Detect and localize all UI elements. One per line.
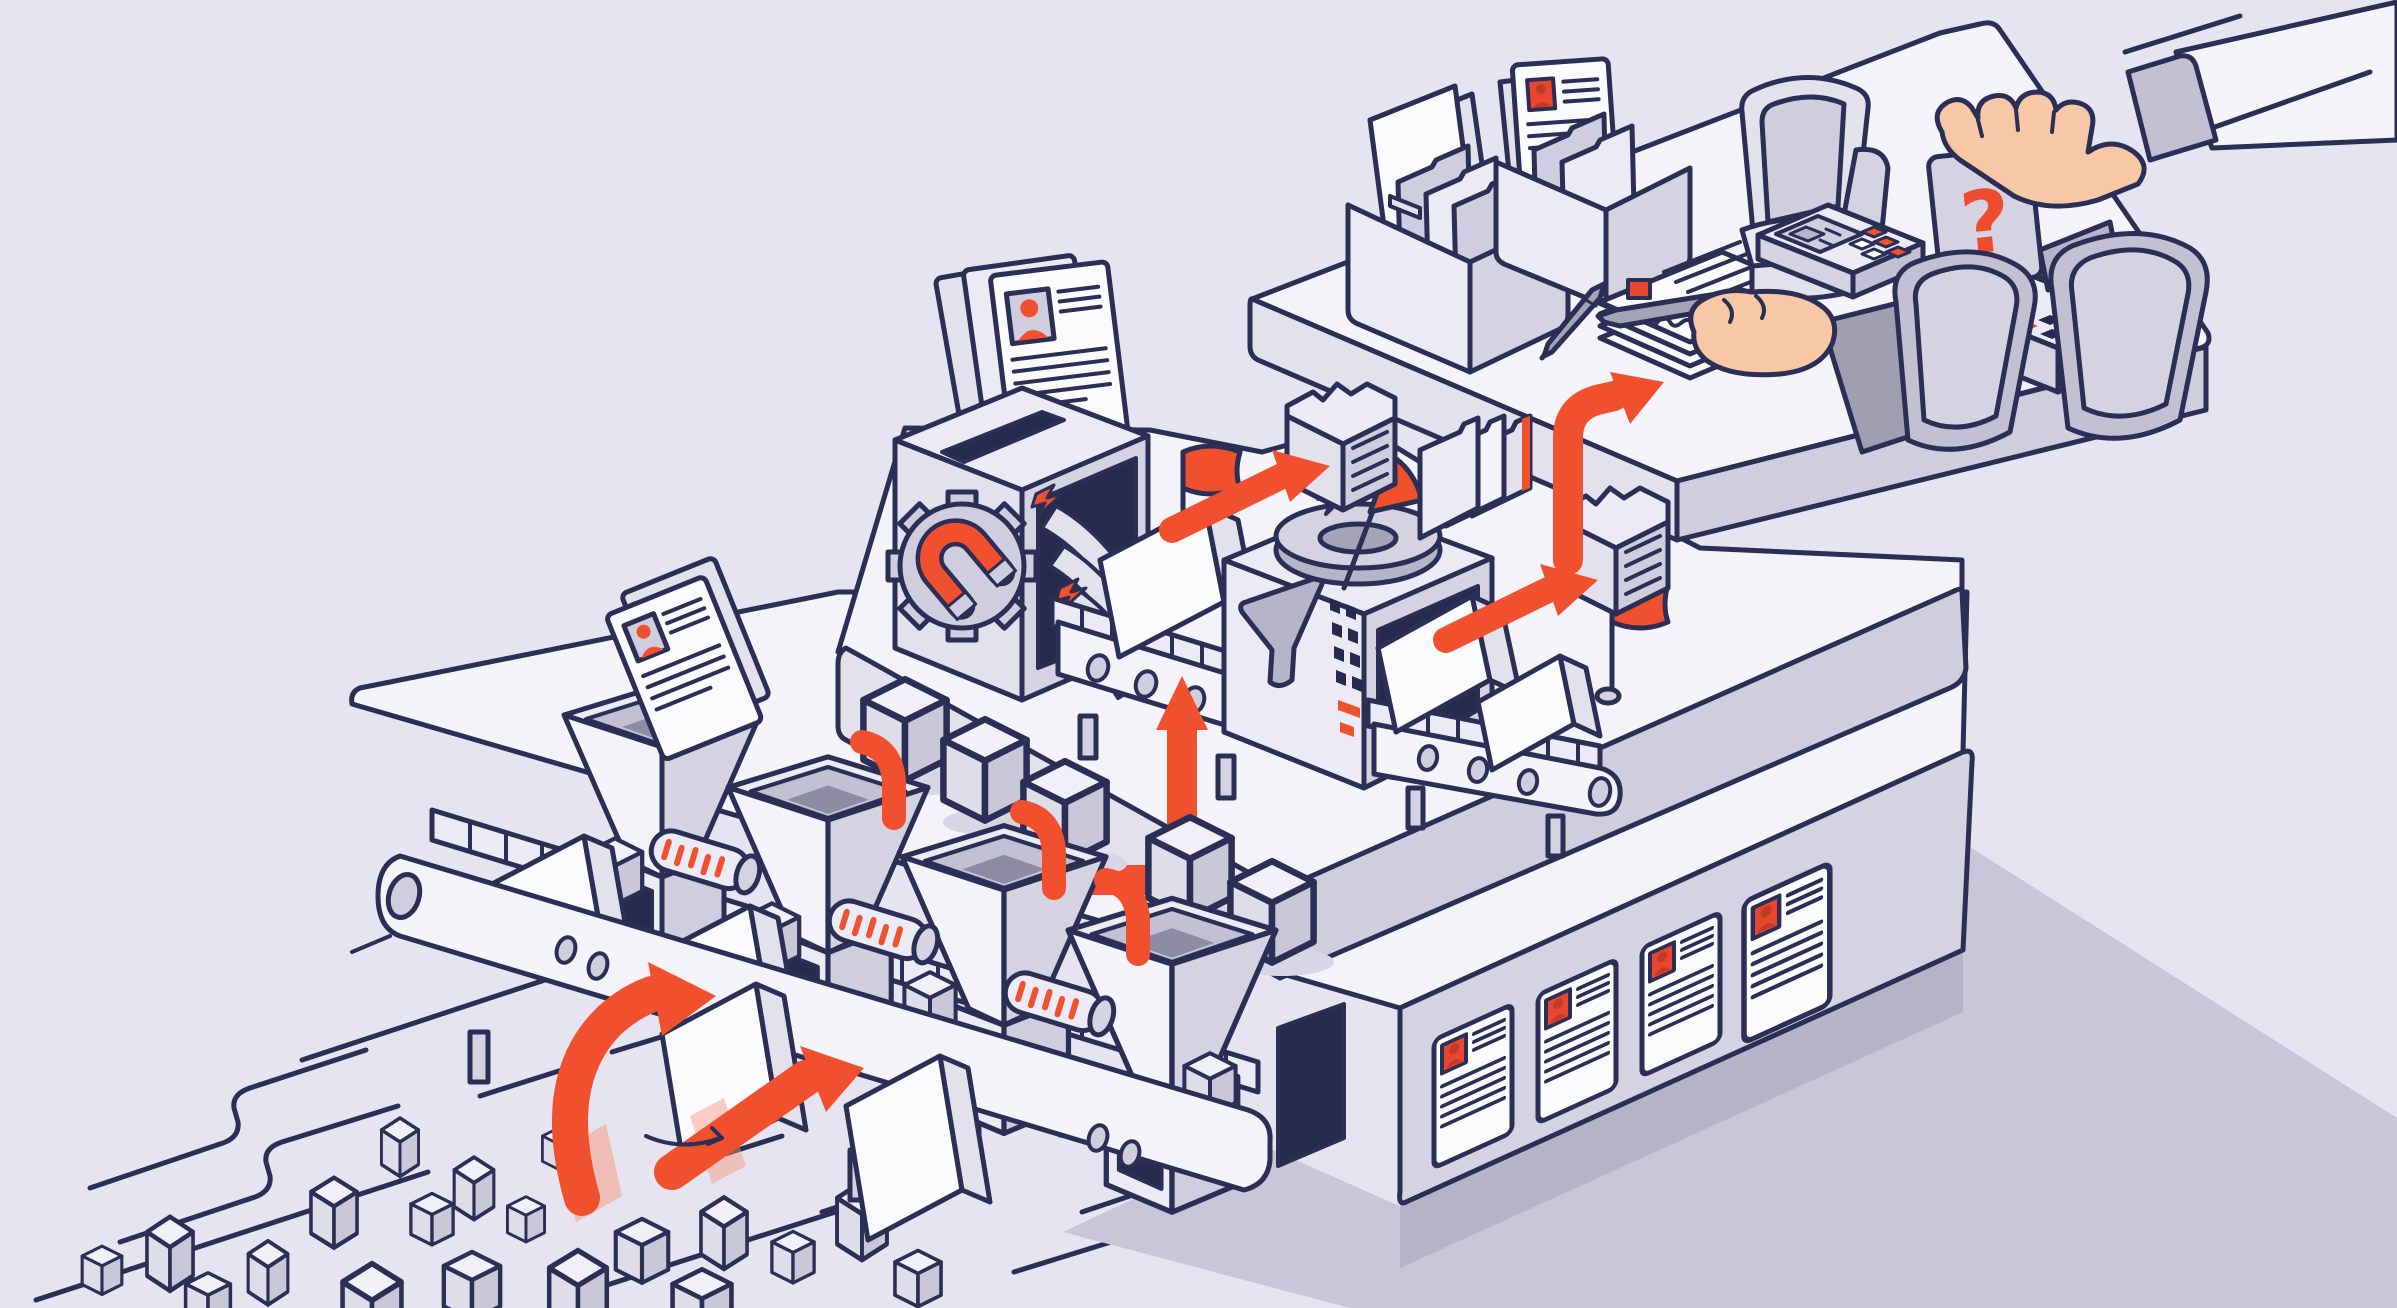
middle-platform-right-face (1277, 586, 1969, 981)
housing-hole (1118, 1139, 1142, 1169)
end-cap-hole (385, 872, 423, 920)
cube (505, 1195, 547, 1244)
fist-lines (1722, 294, 1766, 324)
belt-leg (1405, 785, 1426, 831)
cube (863, 679, 946, 780)
feed-drip-4 (1094, 868, 1150, 966)
calculator-key (1860, 247, 1888, 261)
belt-leg (1215, 753, 1237, 801)
belt-leg (1545, 813, 1566, 859)
bottom-platform-underside (1400, 950, 1963, 1268)
tier-top-desk: ? (1247, 0, 2397, 543)
file-box-1 (1345, 83, 1571, 375)
office-chair-1 (1892, 249, 2038, 452)
cube (770, 1229, 816, 1285)
flow-arrow-2 (1433, 564, 1598, 653)
housing-hole (1416, 744, 1440, 772)
fist (1688, 288, 1838, 378)
housing-hole (554, 935, 578, 965)
cube (444, 1252, 500, 1308)
indicator-strip (1330, 598, 1362, 737)
cube (311, 1178, 357, 1248)
cube (248, 1241, 288, 1305)
road-line (87, 1047, 369, 1191)
resume-into-hopper (605, 556, 771, 762)
cube (701, 1197, 747, 1269)
cube (893, 1248, 943, 1308)
curved-intake-arrow (552, 962, 716, 1216)
feed-drip-2 (850, 730, 906, 830)
screen-photo (1788, 225, 1826, 243)
file-box-tab (1388, 194, 1422, 220)
document-on-belt (1475, 653, 1603, 773)
file-box-left-face (1493, 159, 1609, 309)
machine-slot (940, 410, 1066, 464)
housing-leg (467, 1029, 491, 1085)
folder-stack-icon (1417, 413, 1533, 541)
magnet-icon (915, 518, 1018, 622)
lightning-bolt-small (1030, 483, 1064, 518)
calculator-key (1884, 245, 1912, 259)
folder-box-icon-1 (1287, 384, 1395, 510)
housing-hole (1085, 653, 1111, 683)
cube (616, 1219, 668, 1283)
gear-icon (885, 483, 1088, 643)
housing-hole (1466, 756, 1490, 784)
middle-tier-machines (863, 253, 1671, 976)
cuff (2125, 53, 2219, 163)
cube (454, 1157, 494, 1219)
outlet-doorway (1276, 1002, 1346, 1168)
elbow-arrow-to-desk (1553, 372, 1664, 575)
straight-intake-arrow (654, 1046, 864, 1190)
reaching-hand (1934, 0, 2397, 209)
chair-back-inner (2068, 247, 2192, 419)
calculator-key (1848, 237, 1876, 251)
ground-line (350, 934, 392, 954)
cube (379, 1116, 421, 1179)
cube (409, 1191, 455, 1247)
cube (147, 1217, 193, 1291)
calculator-device (1755, 202, 1926, 300)
document-card-large (843, 1053, 993, 1243)
office-chair-2 (2048, 231, 2210, 441)
desk-pen (1539, 281, 1607, 361)
chair-back-inner (1912, 264, 2020, 430)
feed-drip-3 (1010, 800, 1066, 900)
cube (80, 1244, 124, 1296)
finger-lines (1976, 108, 2056, 138)
swoosh-line (644, 1126, 724, 1147)
housing-hole (1086, 1123, 1110, 1153)
housing-band (375, 853, 1273, 1193)
housing-hole (1133, 669, 1159, 699)
belt-leg (1077, 713, 1099, 761)
file-box-left-face (1345, 202, 1473, 375)
end-cap-hole (1587, 776, 1613, 808)
road-line (117, 1103, 401, 1245)
flow-arrow-1 (1159, 450, 1330, 543)
intake-arrows (552, 962, 864, 1222)
armchair-back-cushion (1759, 94, 1847, 225)
calculator-key (1872, 235, 1900, 249)
calculator-key (1860, 225, 1888, 239)
housing-hole (586, 951, 610, 981)
housing-hole (1516, 768, 1540, 796)
